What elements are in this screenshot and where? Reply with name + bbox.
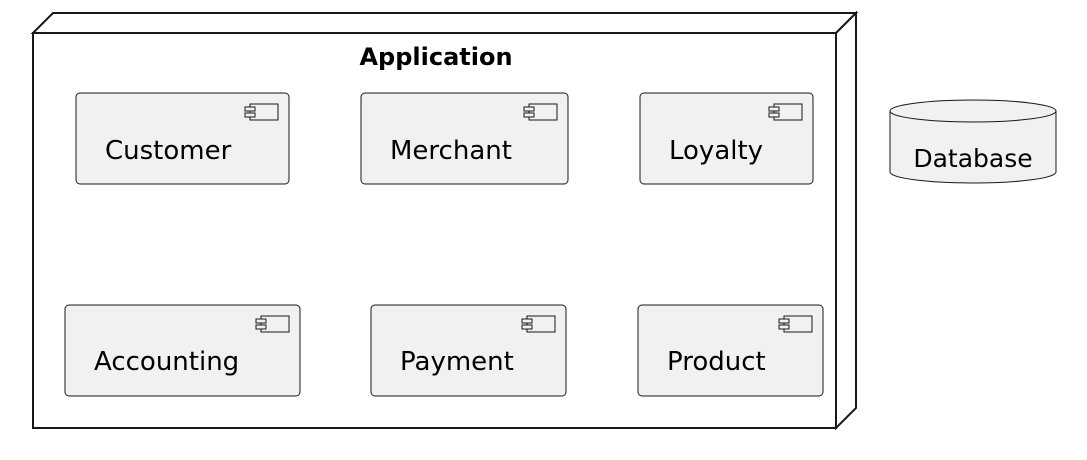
component-accounting: Accounting <box>64 304 301 397</box>
database-cylinder-top <box>889 110 1057 123</box>
component-customer: Customer <box>75 92 290 185</box>
component-label: Customer <box>105 136 232 166</box>
component-icon <box>778 315 813 333</box>
component-icon <box>523 103 558 121</box>
database: Database <box>889 99 1057 184</box>
component-label: Product <box>667 347 766 377</box>
component-icon <box>768 103 803 121</box>
node-box-side-face <box>835 10 857 431</box>
component-label: Merchant <box>390 136 512 166</box>
database-label: Database <box>913 144 1032 173</box>
component-payment: Payment <box>370 304 567 397</box>
component-product: Product <box>637 304 824 397</box>
component-icon <box>244 103 279 121</box>
component-label: Payment <box>400 347 514 377</box>
component-label: Accounting <box>94 347 239 377</box>
component-label: Loyalty <box>669 136 763 166</box>
component-loyalty: Loyalty <box>639 92 814 185</box>
node-title: Application <box>359 43 512 71</box>
component-merchant: Merchant <box>360 92 569 185</box>
component-icon <box>521 315 556 333</box>
component-icon <box>255 315 290 333</box>
node-box-top-face <box>30 12 859 34</box>
